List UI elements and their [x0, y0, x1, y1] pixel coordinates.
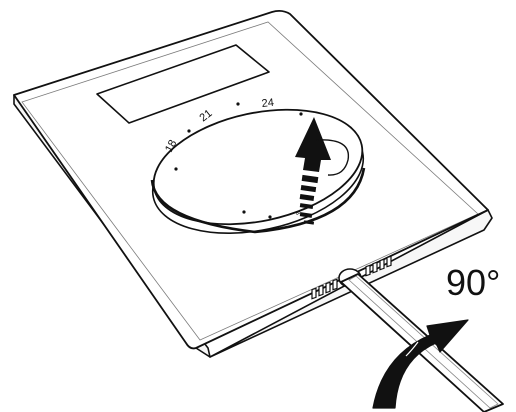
rotation-angle-label: 90° [446, 262, 500, 303]
dial-scale-dot [174, 167, 177, 170]
dial-scale-dot [187, 129, 190, 132]
dial-scale-dot [242, 210, 245, 213]
dial-scale-dot [299, 112, 302, 115]
dial-mark-24: 24 [261, 97, 274, 110]
dial-scale-dot [268, 215, 271, 218]
dial-scale-dot [236, 102, 239, 105]
